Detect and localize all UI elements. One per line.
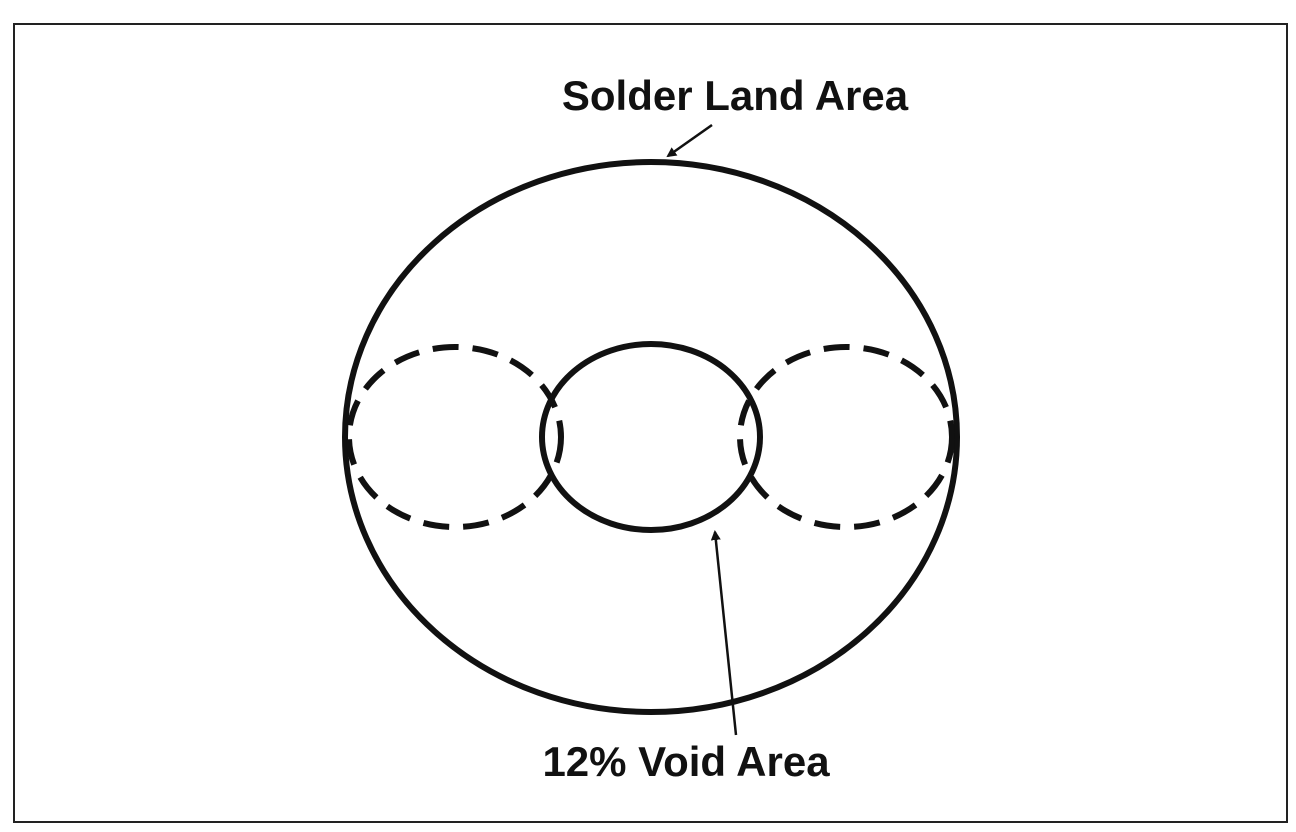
void-center [539,341,763,533]
frame-border [13,23,1288,823]
void-area-label: 12% Void Area [542,738,830,785]
void-area-arrow [710,530,738,736]
solder-land-outline [342,159,960,715]
solder-land-label: Solder Land Area [562,72,909,119]
void-right-dashed [737,344,955,530]
void-left-dashed [346,344,564,530]
solder-land-arrow [666,123,713,158]
